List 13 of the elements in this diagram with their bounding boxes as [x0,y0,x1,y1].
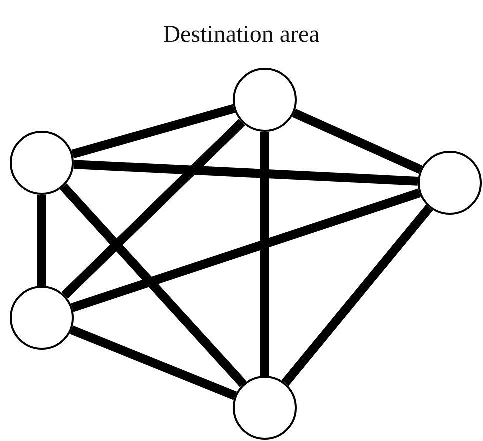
connector-line [70,326,238,400]
diagram-title: Destination area [162,22,321,49]
circle-node [233,68,297,132]
connector-line [72,104,236,159]
connector-line [292,109,423,174]
connector-line [60,184,247,388]
connector-line [260,132,270,376]
connector-line [282,204,434,386]
circle-node [233,376,297,440]
connector-line [38,195,46,286]
connector-line [70,188,422,312]
connector-line [74,160,418,186]
connector-line [62,119,246,299]
